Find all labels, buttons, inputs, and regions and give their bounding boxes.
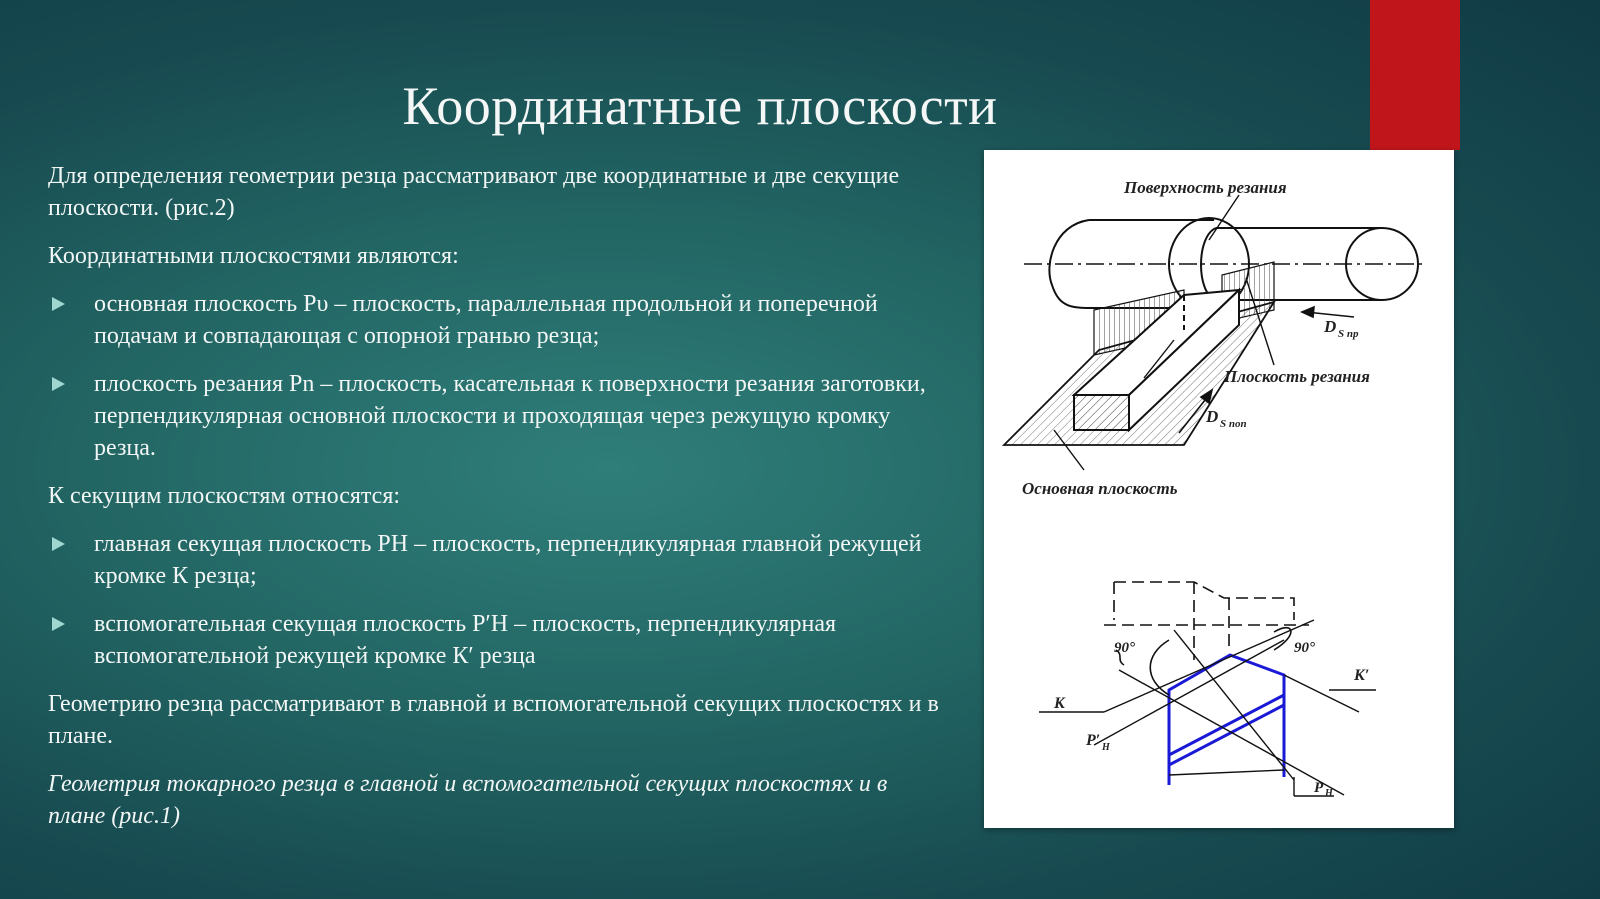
- bullet-arrow-icon: [52, 617, 65, 631]
- bullet-main-secant: главная секущая плоскость PH – плоскость…: [48, 528, 948, 592]
- slide-content: Для определения геометрии резца рассматр…: [48, 160, 948, 848]
- bullet-cutting-plane: плоскость резания Pn – плоскость, касате…: [48, 368, 948, 464]
- svg-text:P′: P′: [1085, 732, 1100, 749]
- feed-arrows: [1178, 305, 1355, 434]
- bullet-base-plane: основная плоскость Pυ – плоскость, парал…: [48, 288, 948, 352]
- label-cutting-plane: Плоскость резания: [1223, 367, 1370, 386]
- svg-text:Н: Н: [1324, 788, 1334, 799]
- slide-title: Координатные плоскости: [402, 76, 998, 136]
- cutter-body: [1071, 287, 1242, 433]
- label-base-plane: Основная плоскость: [1022, 479, 1178, 498]
- bullet-arrow-icon: [52, 377, 65, 391]
- cutter-plan-outline: [1167, 653, 1286, 785]
- label-ds-cross: D S поп: [1205, 407, 1247, 430]
- bullet-text: главная секущая плоскость PH – плоскость…: [94, 531, 922, 589]
- bullet-aux-secant: вспомогательная секущая плоскость P′H – …: [48, 608, 948, 672]
- plan-base-line: [1168, 769, 1285, 776]
- secant-heading: К секущим плоскостям относятся:: [48, 483, 401, 509]
- label-angle-left: 90°: [1114, 640, 1135, 656]
- leader-lines: [1053, 194, 1275, 471]
- red-accent-bar: [1370, 0, 1460, 150]
- svg-text:S пр: S пр: [1338, 328, 1359, 340]
- svg-text:Н: Н: [1101, 742, 1111, 753]
- bullet-text: плоскость резания Pn – плоскость, касате…: [94, 371, 926, 461]
- label-k-prime: К′: [1353, 667, 1369, 684]
- svg-text:P: P: [1314, 780, 1324, 796]
- label-cutting-surface: Поверхность резания: [1123, 178, 1287, 197]
- svg-text:D: D: [1205, 407, 1218, 426]
- label-ph-prime: P′ Н: [1085, 732, 1111, 753]
- svg-text:D: D: [1323, 317, 1336, 336]
- bullet-arrow-icon: [52, 297, 65, 311]
- cutter-diagram: Поверхность резания Плоскость резания Ос…: [1001, 178, 1424, 799]
- secant-lines: [1039, 619, 1376, 797]
- bullet-text: вспомогательная секущая плоскость P′H – …: [94, 611, 837, 669]
- bullet-text: основная плоскость Pυ – плоскость, парал…: [94, 291, 878, 349]
- intro-paragraph: Для определения геометрии резца рассматр…: [48, 163, 900, 221]
- plan-dashed-outline: [1104, 581, 1309, 660]
- svg-text:S поп: S поп: [1220, 418, 1247, 430]
- bullet-arrow-icon: [52, 537, 65, 551]
- label-ph: P Н: [1314, 780, 1334, 799]
- label-ds-long: D S пр: [1323, 317, 1359, 340]
- figure-caption: Геометрия токарного резца в главной и вс…: [48, 771, 888, 829]
- angle-arcs: [1115, 626, 1292, 696]
- technical-drawing: Поверхность резания Плоскость резания Ос…: [984, 150, 1454, 828]
- label-angle-right: 90°: [1294, 640, 1315, 656]
- geometry-note: Геометрию резца рассматривают в главной …: [48, 691, 939, 749]
- label-k: К: [1053, 695, 1066, 712]
- coord-heading: Координатными плоскостями являются:: [48, 243, 459, 269]
